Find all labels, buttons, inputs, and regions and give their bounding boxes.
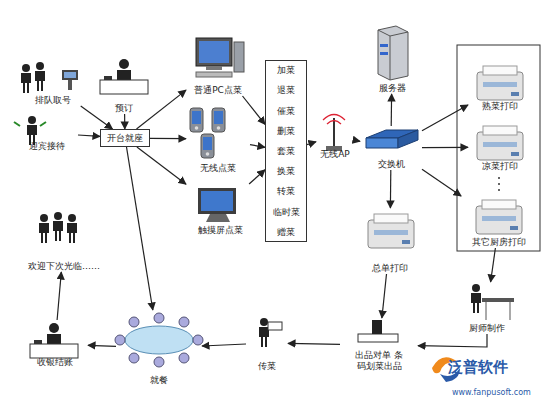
- operation-item: 套菜: [266, 146, 306, 157]
- icon-node: 总单打印: [360, 208, 420, 274]
- flow-arrow: [422, 105, 468, 131]
- flow-arrow: [57, 272, 61, 320]
- node-label: 普通PC点菜: [172, 85, 264, 96]
- operation-item: 临时菜: [266, 207, 306, 218]
- node-label: 无线点菜: [172, 163, 264, 174]
- flow-arrow: [288, 343, 340, 345]
- node-label: 欢迎下次光临……: [6, 261, 122, 272]
- flow-arrow: [124, 114, 125, 129]
- icon-node: 触摸屏点菜: [186, 184, 254, 236]
- icon-node: 服务器: [364, 22, 420, 94]
- node-label: 交换机: [346, 159, 436, 170]
- flow-arrow: [81, 106, 113, 129]
- process-box: 开台就座: [100, 129, 150, 147]
- icon-node: 其它厨房打印: [460, 196, 538, 248]
- flow-arrow: [418, 334, 487, 347]
- icon-node: 普通PC点菜: [186, 34, 250, 96]
- node-label: 厨师制作: [442, 323, 532, 334]
- node-label: 排队取号: [6, 95, 100, 106]
- node-label: 熟菜打印: [454, 101, 546, 112]
- icon-node: 无线点菜: [186, 104, 250, 174]
- flow-arrow: [78, 135, 100, 136]
- node-label: 迎宾接待: [2, 141, 92, 152]
- icon-node: 欢迎下次光临……: [16, 210, 112, 272]
- icon-node: 传菜: [246, 314, 288, 372]
- icon-node: 厨师制作: [456, 282, 518, 334]
- icon-node: 迎宾接待: [16, 114, 78, 152]
- flow-arrow: [422, 147, 468, 149]
- operation-item: 加菜: [266, 65, 306, 76]
- icon-node: 收银结账: [22, 320, 88, 368]
- icon-node: 凉菜打印: [468, 122, 532, 172]
- operation-item: 赠菜: [266, 227, 306, 238]
- flow-arrow: [137, 90, 187, 129]
- node-label: 预订: [82, 103, 166, 114]
- logo-text: 泛普软件: [448, 358, 508, 377]
- node-label: 无线AP: [302, 149, 368, 160]
- node-label: 触摸屏点菜: [172, 225, 268, 236]
- node-label: 传菜: [232, 361, 302, 372]
- watermark-url: www.fanpusoft.com: [452, 388, 531, 397]
- icon-node: 熟菜打印: [468, 62, 532, 112]
- operation-item: 删菜: [266, 126, 306, 137]
- operation-item: 换菜: [266, 166, 306, 177]
- node-label: 就餐: [106, 375, 212, 386]
- operation-list-box: 加菜退菜催菜删菜套菜换菜转菜临时菜赠菜: [265, 60, 307, 242]
- flow-arrow: [127, 147, 153, 310]
- flow-arrow: [250, 145, 265, 148]
- flow-arrow: [382, 274, 387, 318]
- flow-arrow: [422, 169, 461, 196]
- operation-item: 催菜: [266, 106, 306, 117]
- operation-item: 转菜: [266, 186, 306, 197]
- flow-arrow: [391, 94, 393, 126]
- icon-node: 出品对单 条码划菜出品: [340, 318, 418, 372]
- node-label: 凉菜打印: [454, 161, 546, 172]
- flow-arrow: [243, 96, 266, 124]
- flow-arrow: [390, 170, 392, 208]
- flow-arrow: [137, 147, 186, 184]
- icon-node: 排队取号: [16, 66, 90, 106]
- icon-node: 预订: [96, 54, 152, 114]
- icon-node: 交换机: [360, 126, 422, 170]
- flow-arrow: [307, 142, 316, 145]
- operation-item: 退菜: [266, 85, 306, 96]
- flow-arrow: [354, 140, 360, 141]
- flow-arrow: [88, 345, 116, 346]
- flow-arrow: [249, 170, 265, 184]
- icon-node: 就餐: [116, 310, 202, 386]
- flow-arrow: [202, 344, 246, 346]
- node-label: 服务器: [350, 83, 434, 94]
- flow-arrow: [150, 138, 186, 140]
- node-label: 总单打印: [346, 263, 434, 274]
- icon-node: 无线AP: [316, 112, 354, 160]
- node-label: 出品对单 条码划菜出品: [352, 350, 406, 372]
- node-label: 收银结账: [8, 357, 102, 368]
- node-label: 其它厨房打印: [450, 237, 547, 248]
- flow-arrow: [491, 248, 496, 282]
- node-label: 开台就座: [101, 133, 149, 144]
